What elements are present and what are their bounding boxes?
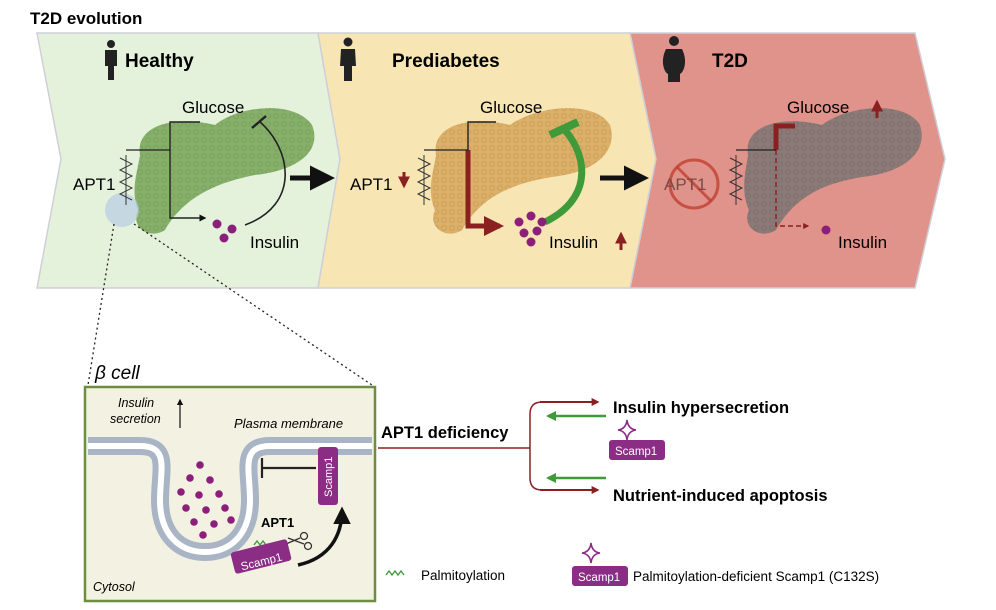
insulin-label-healthy: Insulin xyxy=(250,233,299,252)
legend-scamp1-label: Scamp1 xyxy=(578,572,620,584)
cytosol-label: Cytosol xyxy=(93,580,136,594)
inhibition-bar-healthy xyxy=(251,115,267,129)
inhibition-bar-prediabetes xyxy=(548,118,580,139)
insulin-granules-healthy xyxy=(212,219,237,243)
outcome-apoptosis: Nutrient-induced apoptosis xyxy=(613,487,828,505)
apt1-cell-label: APT1 xyxy=(261,515,294,530)
legend-palmitoylation: Palmitoylation xyxy=(421,568,505,583)
palmitoyl-chain xyxy=(253,539,267,547)
glucose-pathway-healthy xyxy=(169,121,207,222)
insulin-label-prediabetes: Insulin xyxy=(549,233,598,252)
glucose-label-prediabetes: Glucose xyxy=(480,98,542,117)
zoom-connector-left xyxy=(87,223,115,386)
stage-title-prediabetes: Prediabetes xyxy=(392,51,500,72)
apt1-label-t2d: APT1 xyxy=(664,175,707,194)
no-symbol-icon xyxy=(668,158,720,210)
insulin-feedback-prediabetes xyxy=(543,127,586,226)
star-icon xyxy=(617,419,637,441)
insulin-label-t2d: Insulin xyxy=(838,233,887,252)
glucose-label-healthy: Glucose xyxy=(182,98,244,117)
beta-cell-zoom-spot xyxy=(105,193,139,227)
glucose-label-t2d: Glucose xyxy=(787,98,849,117)
insulin-secretion-line1: Insulin xyxy=(118,396,154,410)
stage-title-healthy: Healthy xyxy=(125,51,194,72)
insulin-secretion-line2: secretion xyxy=(110,412,161,426)
scamp1-cytosol-chip xyxy=(230,539,292,574)
plasma-membrane-core xyxy=(88,443,372,555)
figure-title: T2D evolution xyxy=(30,9,142,28)
apt1-spring-icon xyxy=(118,155,134,205)
pancreas-healthy xyxy=(134,108,315,234)
apt1-deficiency-label: APT1 deficiency xyxy=(381,424,509,442)
star-icon xyxy=(581,542,601,564)
scamp1-mutant-chip xyxy=(609,440,665,460)
legend-scamp1-mutant: Palmitoylation-deficient Scamp1 (C132S) xyxy=(633,569,879,584)
person-icon xyxy=(105,40,117,80)
pancreas-prediabetes xyxy=(430,108,612,234)
outcome-hypersecretion: Insulin hypersecretion xyxy=(613,399,789,417)
wavy-line-icon xyxy=(385,569,405,577)
deficiency-bracket xyxy=(529,401,598,491)
legend-scamp1-chip xyxy=(572,566,628,586)
plasma-membrane-label: Plasma membrane xyxy=(234,416,343,431)
pancreas-t2d xyxy=(744,108,922,234)
apt1-spring-icon xyxy=(728,155,744,205)
scamp1-mutant-label: Scamp1 xyxy=(615,446,657,458)
glucose-pathway-prediabetes xyxy=(467,121,496,150)
amplified-pathway-prediabetes xyxy=(465,150,504,236)
person-icon xyxy=(340,37,356,81)
stage-title-t2d: T2D xyxy=(712,51,748,72)
apt1-label-healthy: APT1 xyxy=(73,175,116,194)
apt1-spring-icon xyxy=(416,155,432,205)
insulin-granules-vesicle xyxy=(177,461,235,539)
scamp1-membrane-label: Scamp1 xyxy=(323,457,335,497)
insulin-granule-t2d xyxy=(821,225,831,235)
beta-cell-title: β cell xyxy=(94,363,140,384)
glucose-pathway-t2d xyxy=(773,123,795,150)
scamp1-inhibition xyxy=(260,458,316,478)
insulin-feedback-healthy xyxy=(244,121,286,226)
impaired-pathway-t2d xyxy=(775,150,810,229)
scissors-icon xyxy=(285,531,313,551)
person-icon xyxy=(662,36,686,82)
apt1-label-prediabetes: APT1 xyxy=(350,175,393,194)
scamp1-membrane-chip xyxy=(318,447,338,505)
insulin-granules-prediabetes xyxy=(514,211,547,247)
scamp1-translocation-arrow xyxy=(297,506,351,567)
